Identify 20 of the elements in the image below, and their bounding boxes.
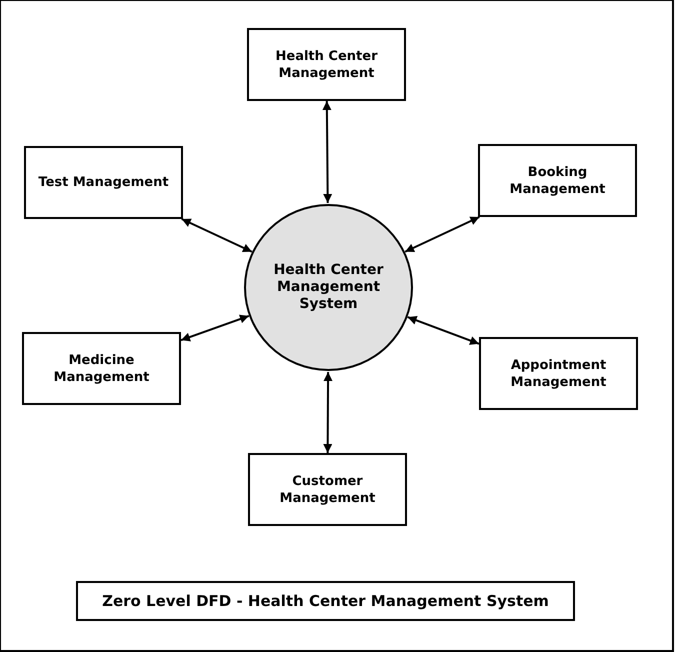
node-label: Medicine Management [52,352,150,386]
entity-box [248,453,407,526]
node-label: Health Center Management [274,48,378,82]
node-label: Customer Management [278,472,376,506]
entity-box [24,146,183,219]
entity-box [247,28,406,101]
arrow [180,314,250,342]
diagram-title: Zero Level DFD - Health Center Management System [76,581,575,621]
node-label: Test Management [38,174,169,191]
arrow [407,316,480,345]
arrow [404,216,480,253]
arrow [181,218,252,253]
arrow [323,372,333,453]
arrow [322,100,332,204]
node-label: Booking Management [508,164,606,198]
node-label: Appointment Management [510,356,608,390]
entity-box [479,337,638,410]
entity-box [22,332,181,405]
entity-box [478,144,637,217]
node-label: Health Center Management System [272,262,384,313]
